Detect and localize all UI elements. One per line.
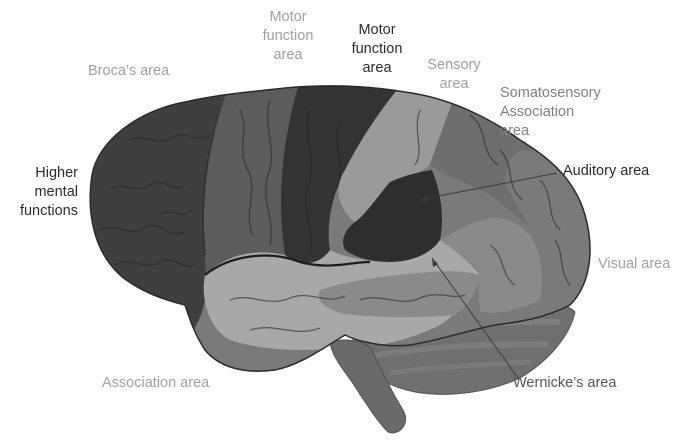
label-motor-function-area-light: Motor function area [255,8,321,65]
label-brocas-area: Broca’s area [88,62,169,81]
label-auditory-area: Auditory area [563,162,649,181]
label-higher-mental-functions: Higher mental functions [4,164,78,221]
label-association-area: Association area [102,374,209,393]
label-somatosensory-association-area: Somatosensory Association area [500,84,601,141]
label-wernickes-area: Wernicke’s area [513,374,616,393]
label-sensory-area: Sensory area [420,56,488,94]
label-motor-function-area-dark: Motor function area [344,21,410,78]
label-visual-area: Visual area [598,255,670,274]
